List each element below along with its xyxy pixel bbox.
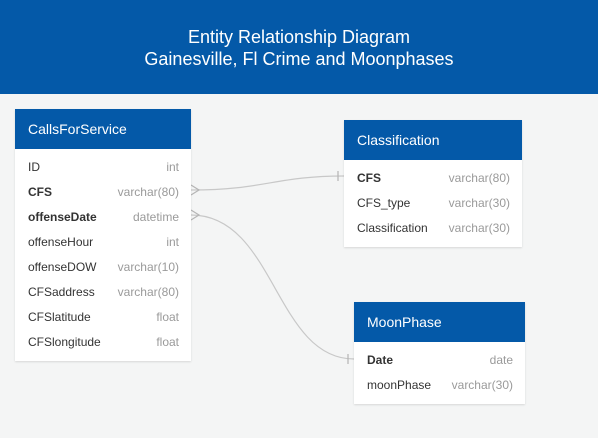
crowfoot-many-icon: [190, 209, 201, 221]
field-name: Date: [367, 353, 394, 367]
field-row[interactable]: CFS varchar(80): [344, 166, 522, 191]
field-row[interactable]: offenseHour int: [15, 230, 191, 255]
field-type: int: [166, 235, 179, 249]
diagram-header: Entity Relationship Diagram Gainesville,…: [0, 0, 598, 94]
field-type: varchar(80): [448, 171, 510, 185]
entity-title: Classification: [344, 120, 522, 160]
field-name: CFS: [28, 185, 52, 199]
field-type: varchar(80): [117, 285, 179, 299]
entity-classification[interactable]: Classification CFS varchar(80) CFS_type …: [344, 120, 522, 247]
field-name: CFSlongitude: [28, 335, 101, 349]
field-row[interactable]: CFSlongitude float: [15, 330, 191, 355]
diagram-subtitle: Gainesville, Fl Crime and Moonphases: [144, 49, 454, 69]
field-type: varchar(30): [448, 196, 510, 210]
field-name: CFSlatitude: [28, 310, 91, 324]
field-row[interactable]: Date date: [354, 348, 525, 373]
relationship-date-line: [190, 214, 355, 360]
entity-callsforservice[interactable]: CallsForService ID int CFS varchar(80) o…: [15, 109, 191, 361]
field-row[interactable]: offenseDate datetime: [15, 205, 191, 230]
field-name: CFS: [357, 171, 381, 185]
field-row[interactable]: CFS varchar(80): [15, 180, 191, 205]
field-name: CFS_type: [357, 196, 411, 210]
field-name: CFSaddress: [28, 285, 95, 299]
field-type: varchar(10): [117, 260, 179, 274]
field-row[interactable]: CFSaddress varchar(80): [15, 280, 191, 305]
field-row[interactable]: offenseDOW varchar(10): [15, 255, 191, 280]
entity-moonphase[interactable]: MoonPhase Date date moonPhase varchar(30…: [354, 302, 525, 404]
field-name: Classification: [357, 221, 428, 235]
field-type: int: [166, 160, 179, 174]
field-type: datetime: [132, 210, 179, 224]
field-row[interactable]: moonPhase varchar(30): [354, 373, 525, 398]
field-name: offenseHour: [28, 235, 94, 249]
crowfoot-many-icon: [190, 184, 201, 196]
field-type: float: [156, 335, 179, 349]
field-type: date: [489, 353, 513, 367]
field-type: varchar(30): [451, 378, 513, 392]
field-type: varchar(80): [117, 185, 179, 199]
field-row[interactable]: ID int: [15, 155, 191, 180]
field-type: varchar(30): [448, 221, 510, 235]
diagram-title: Entity Relationship Diagram: [187, 27, 411, 47]
entity-title: MoonPhase: [354, 302, 525, 342]
field-row[interactable]: CFS_type varchar(30): [344, 191, 522, 216]
field-name: ID: [28, 160, 40, 174]
field-row[interactable]: CFSlatitude float: [15, 305, 191, 330]
field-name: moonPhase: [367, 378, 432, 392]
entity-title: CallsForService: [15, 109, 191, 149]
relationship-cfs-line: [190, 175, 345, 191]
field-name: offenseDate: [28, 210, 97, 224]
field-row[interactable]: Classification varchar(30): [344, 216, 522, 241]
field-type: float: [156, 310, 179, 324]
field-name: offenseDOW: [28, 260, 97, 274]
